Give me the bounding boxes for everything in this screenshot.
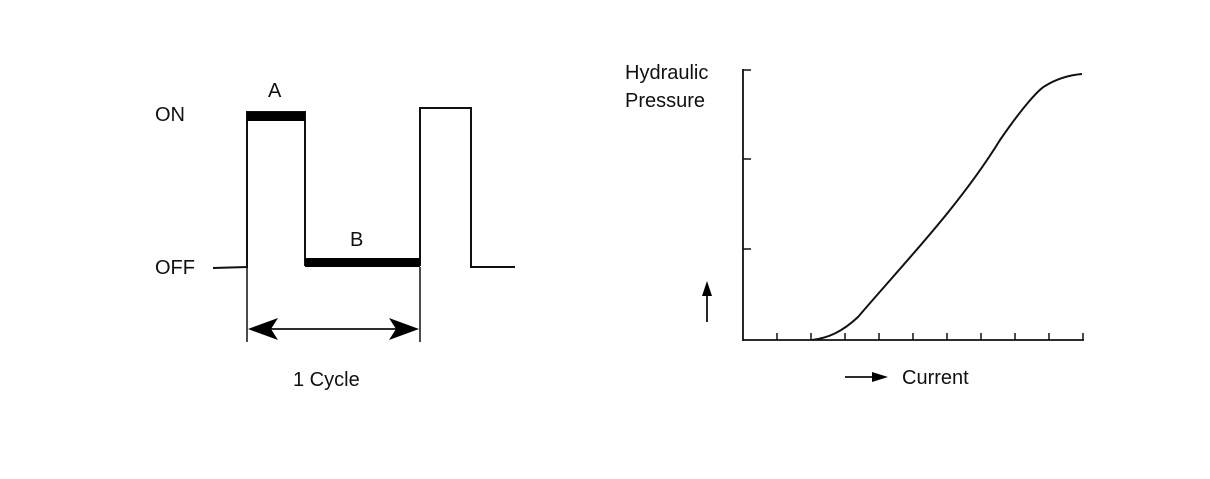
pulse-waveform — [212, 107, 515, 269]
y-axis-label-line2: Pressure — [625, 90, 705, 112]
x-axis-label: Current — [902, 367, 969, 389]
y-axis-label-line1: Hydraulic — [625, 62, 708, 84]
pressure-current-graph: Hydraulic Pressure — [625, 62, 1084, 389]
up-arrow-icon — [702, 281, 712, 296]
y-axis-ticks — [743, 69, 751, 250]
cycle-label: 1 Cycle — [293, 369, 360, 391]
right-arrow-icon — [872, 372, 888, 382]
on-label: ON — [155, 104, 185, 126]
x-axis-ticks — [776, 333, 1084, 340]
cycle-arrowhead-left — [248, 318, 278, 340]
label-b: B — [350, 229, 363, 251]
on-time-bar-a — [247, 112, 305, 121]
cycle-arrowhead-right — [389, 318, 419, 340]
pressure-curve — [811, 73, 1083, 341]
off-time-bar-b — [305, 258, 420, 267]
duty-cycle-diagram: ON OFF A B 1 Cycle — [155, 80, 515, 391]
off-label: OFF — [155, 257, 195, 279]
label-a: A — [268, 80, 282, 102]
